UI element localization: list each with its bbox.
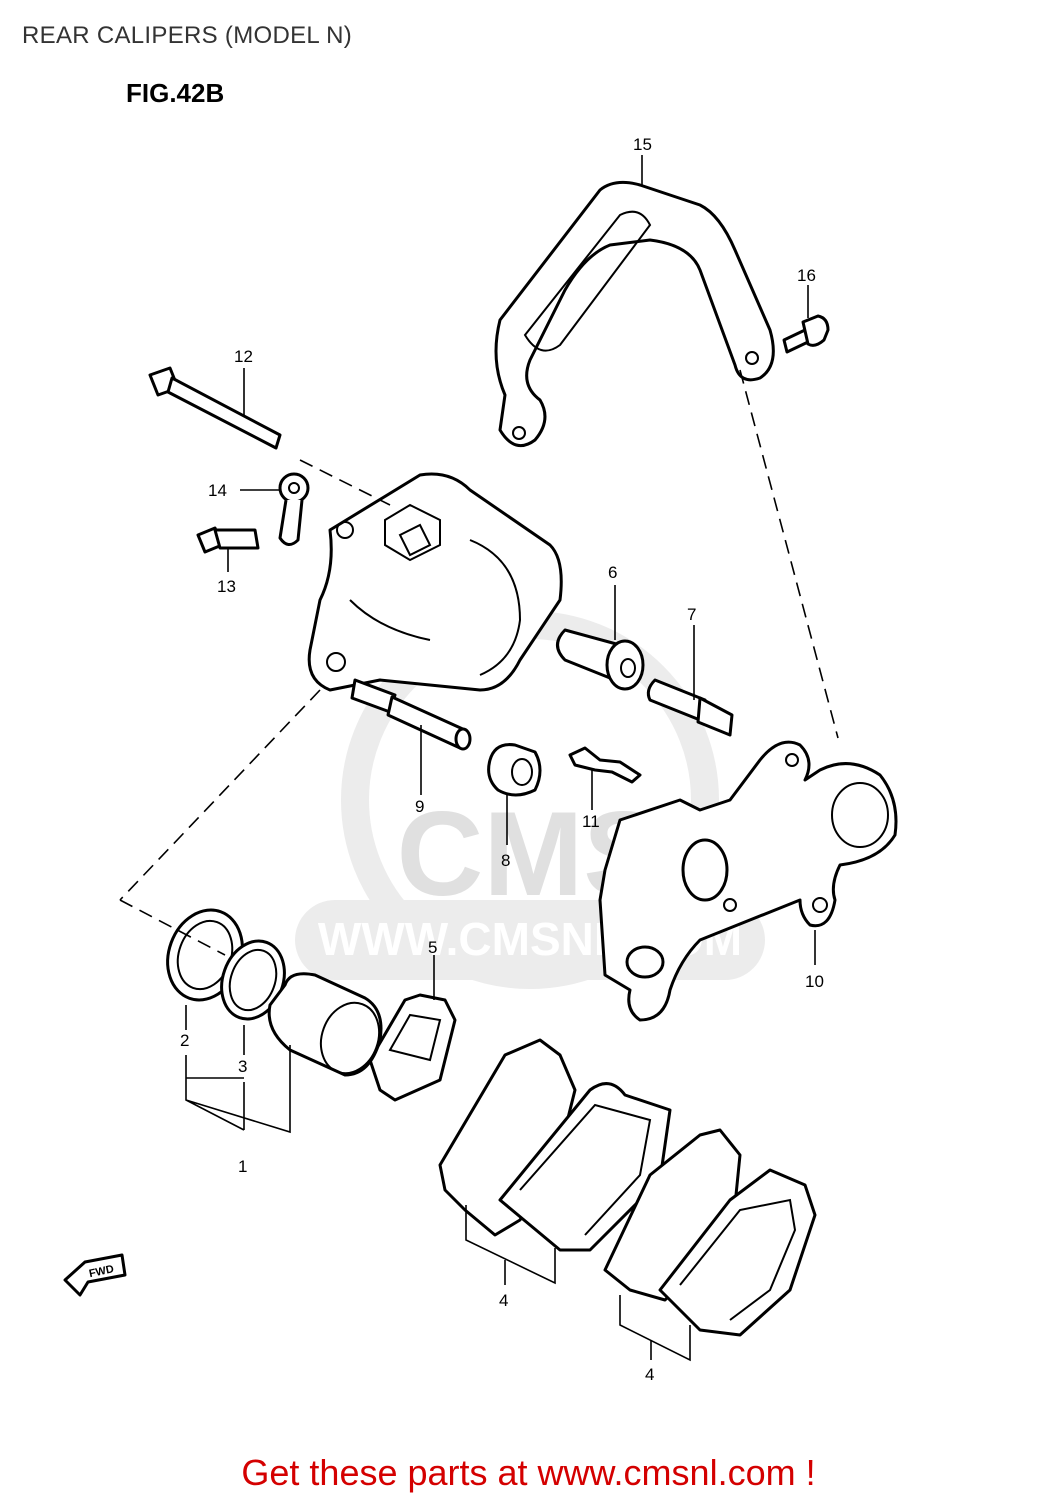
- callout-4a: 4: [499, 1291, 508, 1310]
- fwd-label: FWD: [88, 1263, 115, 1280]
- callout-7: 7: [687, 605, 696, 624]
- callout-2: 2: [180, 1031, 189, 1050]
- callout-14: 14: [208, 481, 227, 500]
- callout-9: 9: [415, 797, 424, 816]
- callout-5: 5: [428, 938, 437, 957]
- part-11-spring-clip[interactable]: [568, 746, 642, 784]
- part-1-piston[interactable]: [267, 972, 388, 1082]
- figure-label: FIG.42B: [126, 78, 224, 108]
- page-title: REAR CALIPERS (MODEL N): [22, 22, 353, 49]
- callout-1: 1: [238, 1157, 247, 1176]
- part-7-bolt[interactable]: [646, 678, 734, 737]
- part-13-bleeder-valve[interactable]: [196, 526, 260, 554]
- brake-pad-set-b[interactable]: [603, 1128, 817, 1337]
- callout-3: 3: [238, 1057, 247, 1076]
- part-16-bolt[interactable]: [782, 314, 830, 354]
- footer-parts-link[interactable]: Get these parts at www.cmsnl.com !: [241, 1452, 816, 1493]
- callout-4b: 4: [645, 1365, 654, 1384]
- callout-8: 8: [501, 851, 510, 870]
- part-14-cap[interactable]: [278, 472, 310, 546]
- part-8-boot[interactable]: [487, 743, 542, 797]
- part-5-shim[interactable]: [368, 993, 457, 1102]
- callout-10: 10: [805, 972, 824, 991]
- callout-12: 12: [234, 347, 253, 366]
- callout-16: 16: [797, 266, 816, 285]
- part-6-sleeve[interactable]: [556, 628, 645, 691]
- callout-6: 6: [608, 563, 617, 582]
- part-12-pin[interactable]: [148, 366, 282, 450]
- caliper-body[interactable]: [307, 472, 563, 692]
- part-9-pin[interactable]: [350, 678, 472, 751]
- fwd-arrow-icon: FWD: [63, 1253, 127, 1297]
- part-15-bracket[interactable]: [494, 180, 775, 448]
- part-10-caliper-bracket[interactable]: [598, 740, 898, 1022]
- brake-pad-set-a[interactable]: [438, 1038, 672, 1252]
- callout-13: 13: [217, 577, 236, 596]
- assembly-guide-lines: [119, 369, 839, 956]
- callout-11: 11: [582, 812, 600, 831]
- callout-15: 15: [633, 135, 652, 154]
